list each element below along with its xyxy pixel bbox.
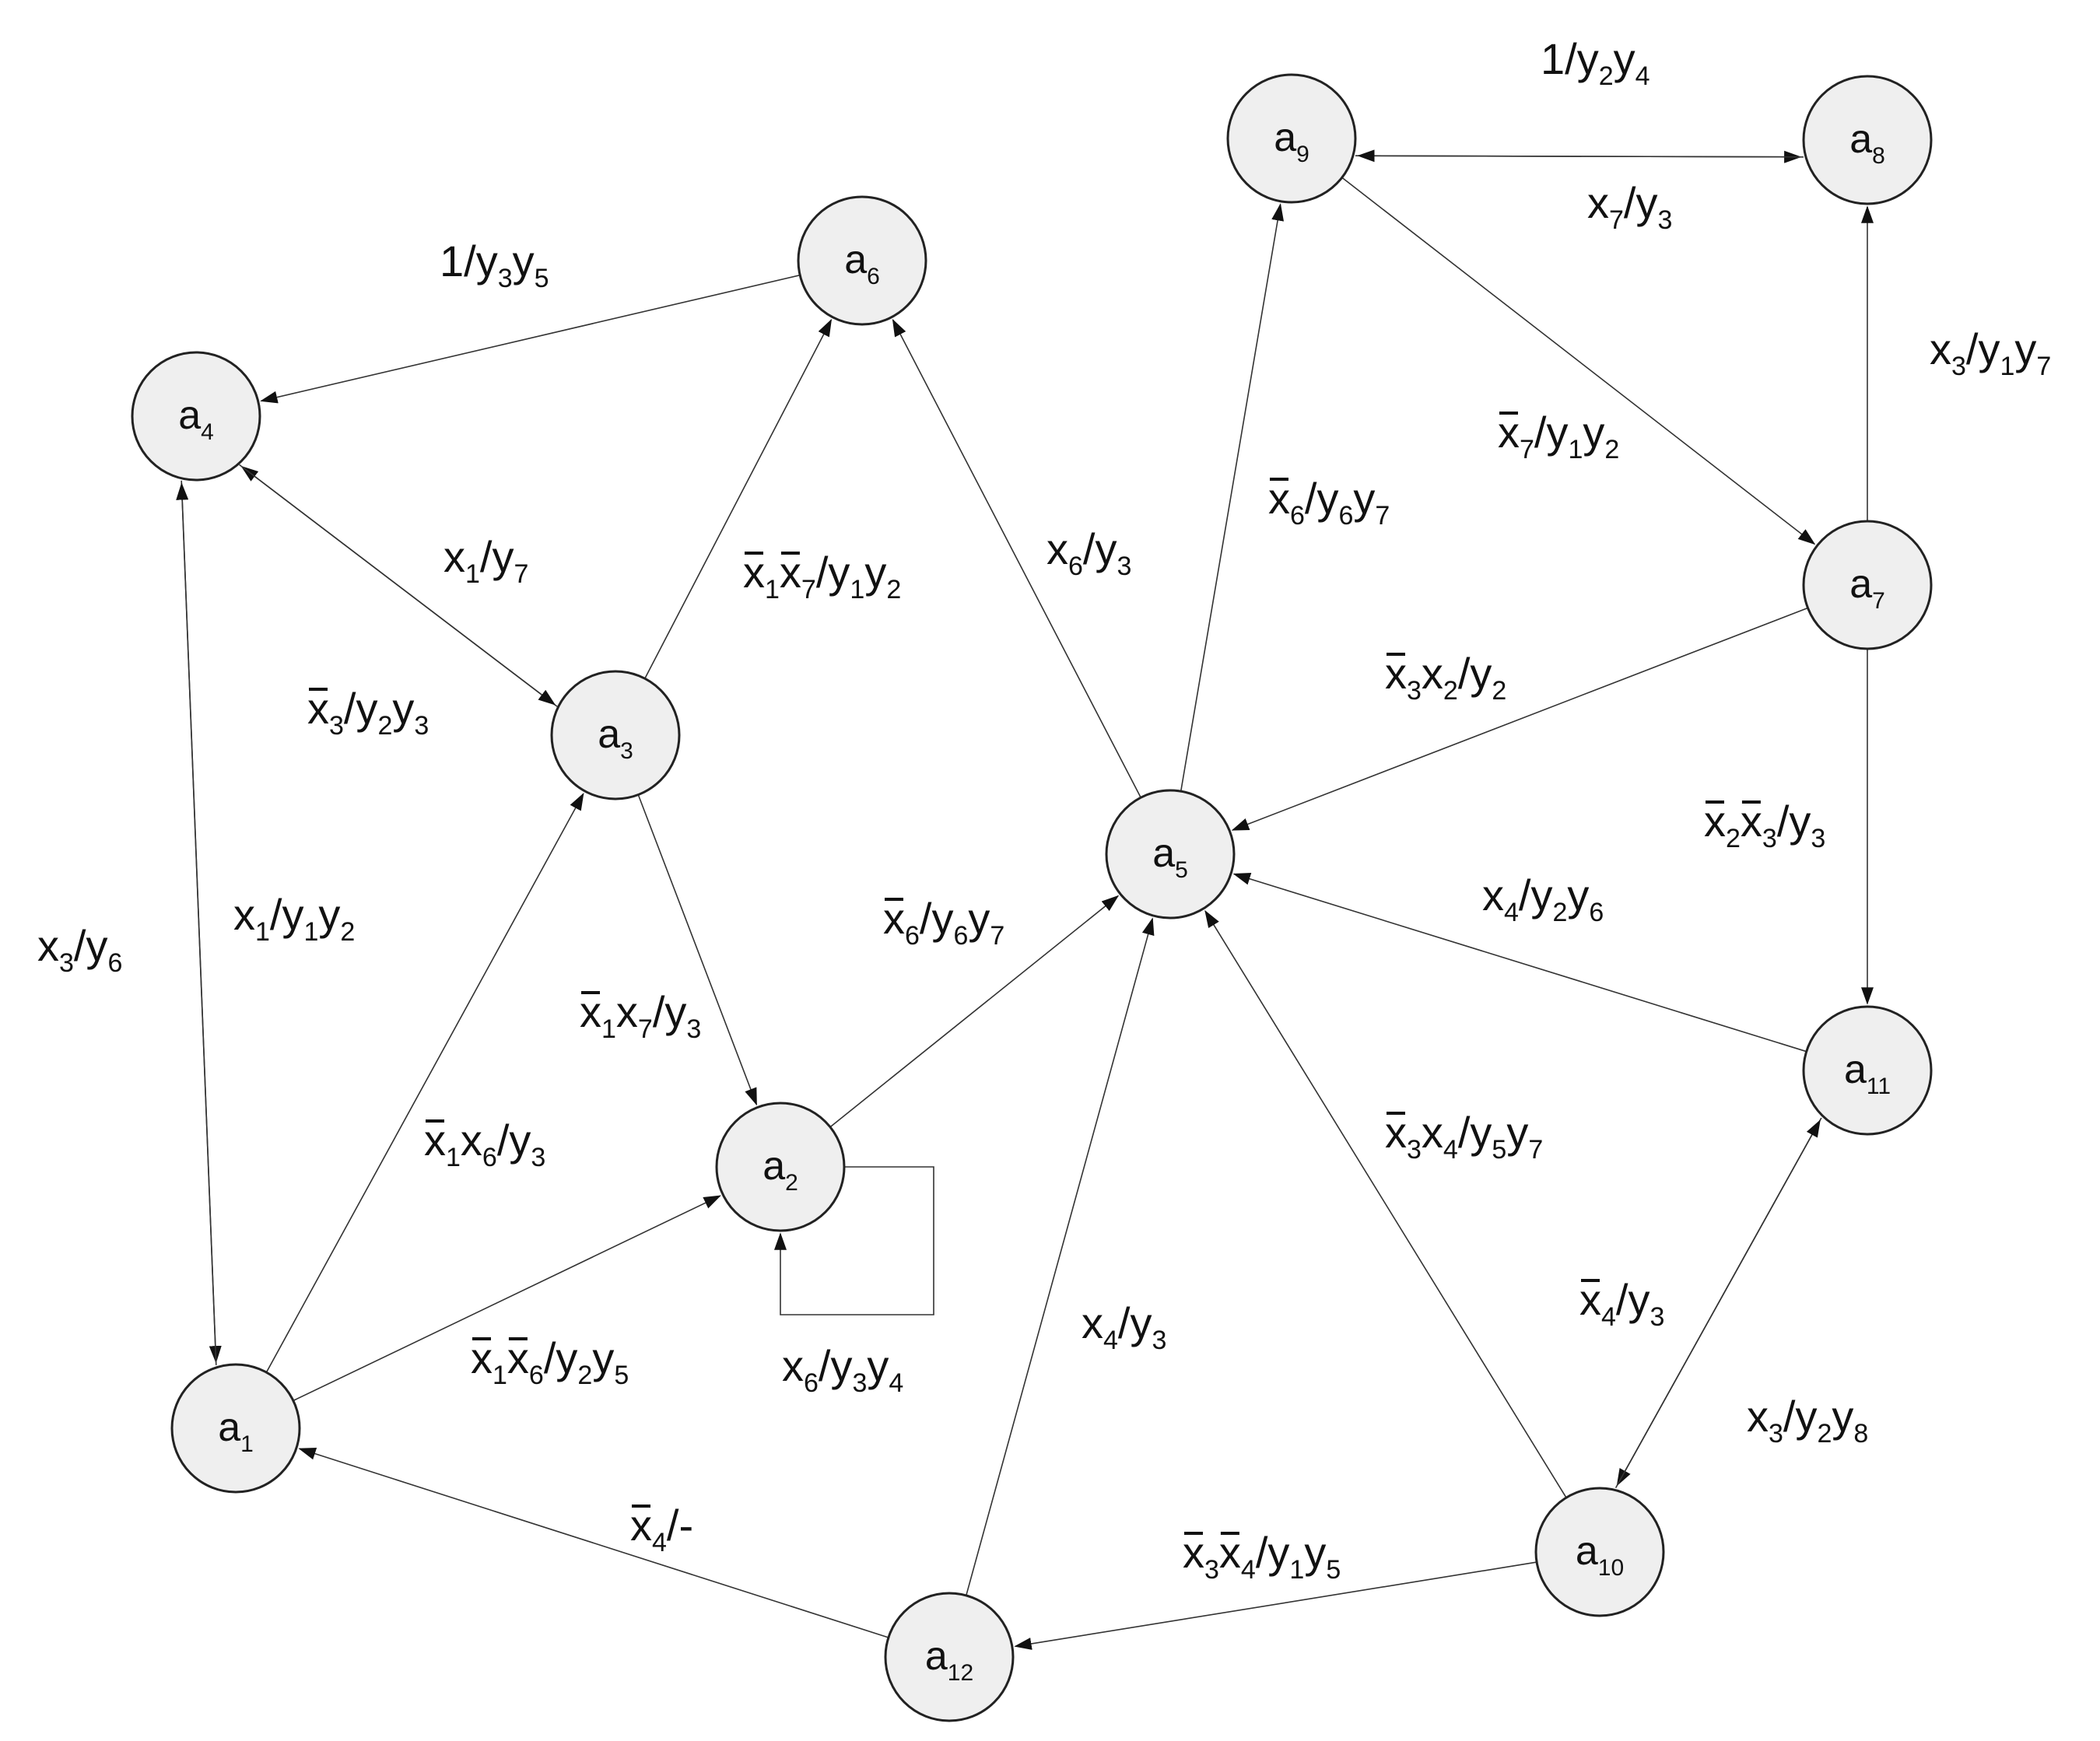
edge-a3-to-a6 (644, 318, 833, 679)
state-label: a1 (218, 1405, 254, 1457)
state-node-a6: a6 (797, 195, 927, 326)
state-label: a2 (763, 1144, 798, 1196)
state-circle (884, 1592, 1015, 1722)
edge-label-a1-a2: x1x6/y2y5 (471, 1333, 629, 1390)
state-node-a1: a1 (170, 1363, 301, 1494)
state-node-a11: a11 (1802, 1005, 1933, 1136)
edge-a12-to-a1 (298, 1448, 889, 1638)
state-circle (1105, 789, 1236, 920)
edge-label-a5-a9: x6/y6y7 (1268, 474, 1390, 531)
edge-a12-to-a5 (966, 917, 1155, 1596)
edge-label-a12-a1: x4/- (630, 1501, 693, 1557)
edge-a2-to-a5 (829, 895, 1120, 1128)
edge-a1-to-a3 (265, 792, 584, 1373)
edge-a6-to-a4 (260, 274, 801, 404)
state-circle (715, 1102, 846, 1232)
edge-label-a11-a5: x4/y2y6 (1482, 870, 1604, 927)
edge-label-a7-a8: x3/y1y7 (1930, 324, 2051, 381)
edge-label-a9-a8: x7/y3 (1587, 178, 1672, 235)
state-label: a3 (598, 712, 633, 764)
state-circle (1534, 1487, 1665, 1617)
state-node-a12: a12 (884, 1592, 1015, 1722)
edge-a1-to-a4 (176, 482, 217, 1365)
state-circle (131, 351, 261, 482)
edge-label-a3-a4: x1/y7 (443, 532, 528, 589)
edge-label-a1-a2: x1x6/y3 (424, 1116, 545, 1172)
state-label: a9 (1274, 115, 1309, 167)
edge-a10-to-a5 (1204, 909, 1567, 1498)
edge-label-a12-a5: x4/y3 (1082, 1298, 1166, 1355)
edge-a3-to-a2 (637, 794, 758, 1106)
state-circle (1802, 75, 1933, 205)
edge-label-a10-a11: x3/y2y8 (1747, 1392, 1868, 1448)
edge-label-a4-a3: x3/y2y3 (307, 684, 429, 741)
edge-a7-to-a5 (1231, 607, 1808, 831)
state-node-a7: a7 (1802, 520, 1933, 650)
edge-label-a10-a12: x3x4/y1y5 (1183, 1528, 1341, 1585)
state-label: a11 (1844, 1047, 1891, 1099)
nodes: a1 a2 a3 a4 a5 a6 a7 a8 a9 a10 a11 a12 (131, 73, 1933, 1722)
edge-a10-to-a12 (1014, 1561, 1537, 1650)
edge-a5-to-a9 (1180, 203, 1285, 792)
edge-label-a10-a5: x3x4/y5y7 (1385, 1108, 1543, 1165)
edge-label-a5-a6: x6/y3 (1046, 524, 1131, 581)
state-label: a4 (178, 393, 214, 445)
edge-a2-self-loop (774, 1166, 934, 1315)
state-node-a4: a4 (131, 351, 261, 482)
edge-label-a9-a7: x7/y1y2 (1498, 408, 1619, 464)
edge-label-a2-a2: x6/y3y4 (782, 1341, 903, 1398)
edge-a10-to-a11 (1614, 1119, 1821, 1488)
edge-label-a2-a5: x6/y6y7 (883, 894, 1004, 951)
state-label: a7 (1849, 562, 1885, 614)
edge-label-a3-a6: x1x7/y1y2 (743, 548, 901, 604)
edge-label-a7-a5: x3x2/y2 (1385, 649, 1506, 706)
state-node-a5: a5 (1105, 789, 1236, 920)
edge-a5-to-a6 (892, 318, 1141, 798)
state-label: a5 (1152, 831, 1188, 883)
edges (176, 149, 1874, 1650)
state-circle (797, 195, 927, 326)
edge-a8-to-a9 (1357, 149, 1804, 163)
state-label: a10 (1576, 1529, 1624, 1581)
state-label: a6 (844, 237, 880, 289)
edge-label-a6-a4: 1/y3y5 (440, 236, 549, 293)
state-node-a9: a9 (1226, 73, 1357, 204)
edge-labels: x7/y3 1/y2y4 1/y3y5 x3/y1y7 x7/y1y2 x6/y6y7 x1… (37, 34, 2051, 1585)
edge-label-a7-a11: x2x3/y3 (1704, 797, 1825, 853)
edge-a4-to-a3 (239, 464, 556, 706)
state-circle (1802, 520, 1933, 650)
edge-label-a3-a2: x1x7/y3 (580, 987, 701, 1044)
state-label: a8 (1849, 117, 1885, 169)
edge-a9-to-a7 (1341, 177, 1816, 545)
edge-a11-to-a5 (1232, 873, 1807, 1053)
edge-label-a8-a9: 1/y2y4 (1541, 34, 1650, 91)
state-label: a12 (925, 1634, 973, 1686)
state-circle (1226, 73, 1357, 204)
state-node-a10: a10 (1534, 1487, 1665, 1617)
state-node-a2: a2 (715, 1102, 846, 1232)
state-circle (550, 670, 681, 800)
state-node-a8: a8 (1802, 75, 1933, 205)
state-circle (1802, 1005, 1933, 1136)
state-circle (170, 1363, 301, 1494)
edge-a1-to-a2 (293, 1195, 721, 1402)
edge-label-a11-a10: x4/y3 (1579, 1275, 1664, 1332)
edge-label-a1-a3: x1/y1y2 (233, 890, 355, 947)
state-node-a3: a3 (550, 670, 681, 800)
edge-label-a4-a1: x3/y6 (37, 921, 122, 978)
